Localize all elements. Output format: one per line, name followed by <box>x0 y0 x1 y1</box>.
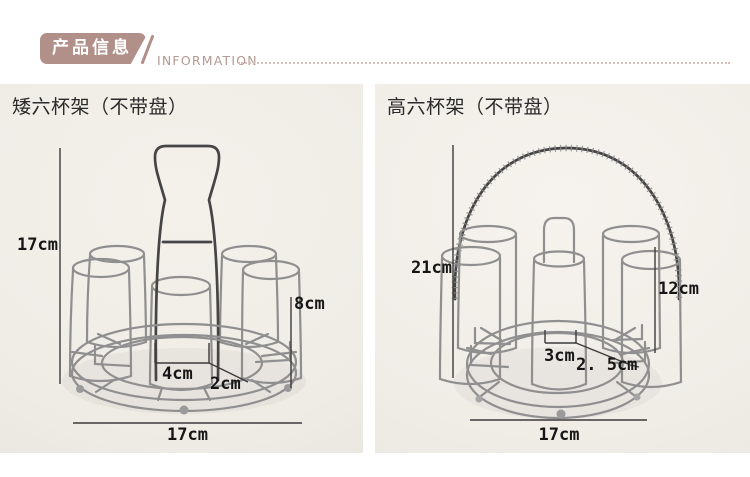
dim-label-cup-height: 8cm <box>294 294 325 314</box>
rack-shadow <box>454 347 662 419</box>
panel-title: 高六杯架（不带盘） <box>387 96 563 118</box>
panel-tall-rack: 高六杯架（不带盘） 21cm 12cm 3cm 2. 5cm 17cm <box>375 84 750 453</box>
dim-label-total-height: 17cm <box>17 235 58 255</box>
base-ring <box>465 319 651 420</box>
arch-handle <box>451 144 683 301</box>
panel-short-rack: 矮六杯架（不带盘） 17cm 8cm 4cm 2cm 17cm <box>0 84 363 453</box>
dim-label-wire-gap: 2cm <box>210 374 241 394</box>
dim-label-base-diameter: 17cm <box>167 425 208 445</box>
handle <box>153 144 221 382</box>
tall-rack-photo <box>438 144 683 421</box>
dimension-lines <box>59 148 302 424</box>
dim-label-cup-diameter: 3cm <box>544 346 575 366</box>
dim-label-total-height: 21cm <box>411 258 452 278</box>
badge-label: 产品信息 <box>52 38 132 58</box>
dim-label-wire-gap: 2. 5cm <box>576 355 638 375</box>
dim-label-cup-diameter: 4cm <box>162 364 193 384</box>
short-rack-photo <box>59 144 306 424</box>
product-info-badge: 产品信息 <box>40 33 146 64</box>
dim-label-cup-height: 12cm <box>658 279 699 299</box>
dimension-lines <box>452 145 656 421</box>
side-cups <box>68 244 303 385</box>
dim-label-base-diameter: 17cm <box>538 425 580 445</box>
panel-title: 矮六杯架（不带盘） <box>12 96 188 118</box>
information-subtitle: INFORMATION <box>157 53 258 68</box>
dotted-divider <box>238 52 730 64</box>
